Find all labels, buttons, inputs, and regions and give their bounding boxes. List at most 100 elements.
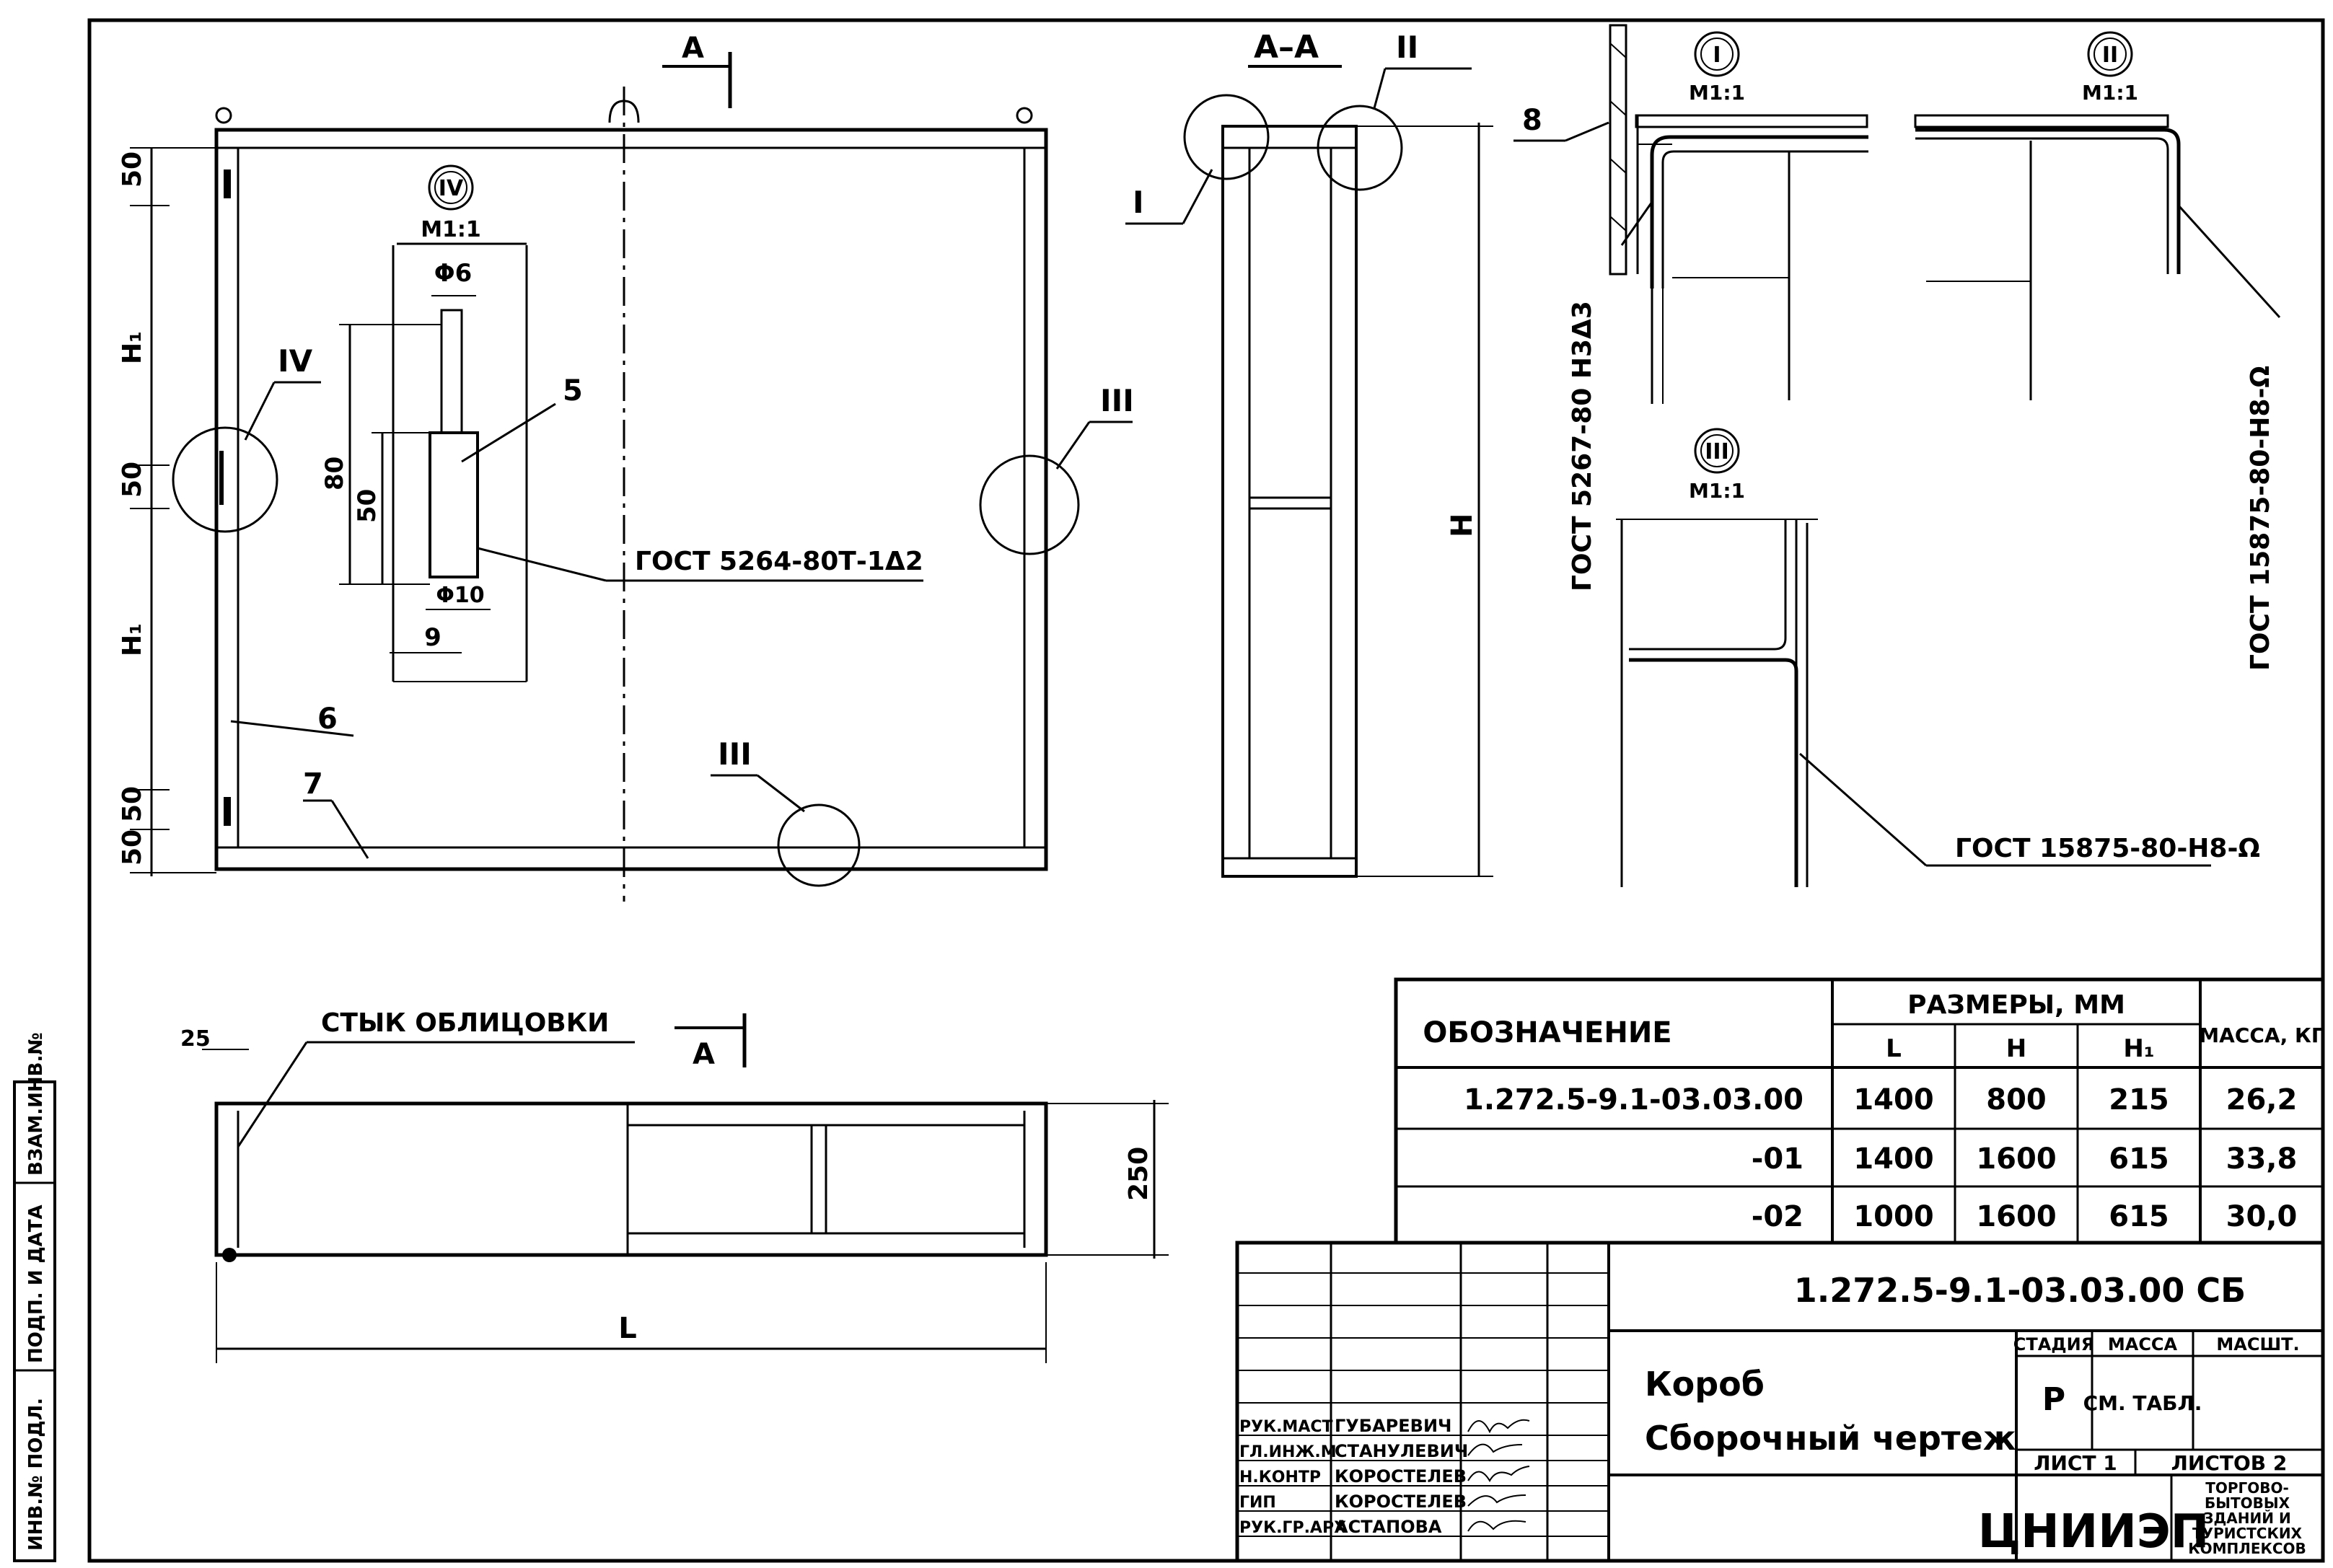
title-line-2: Сборочный чертеж [1645, 1419, 2016, 1458]
plan-dim-l: L [618, 1312, 637, 1345]
org-logo: ЦНИИЭП [1978, 1505, 2210, 1559]
detail-iv-weld-note: ГОСТ 5264-80Т-1Δ2 [635, 547, 923, 576]
position-8-label: 8 [1522, 104, 1542, 137]
table-row-1-h: 800 [1986, 1083, 2047, 1116]
table-header-sizes: РАЗМЕРЫ, ММ [1907, 990, 2125, 1020]
dim-50-lower: 50 [118, 786, 147, 822]
section-a-a-title: A–A [1254, 29, 1319, 66]
mass-value: СМ. ТАБЛ. [2083, 1391, 2202, 1415]
dim-h1-lower: H₁ [118, 623, 147, 656]
table-header-designation: ОБОЗНАЧЕНИЕ [1423, 1016, 1671, 1049]
detail-ii-callout-circle [1317, 105, 1403, 191]
role-1: РУК.МАСТ [1239, 1418, 1333, 1436]
detail-iv-label-front: IV [278, 343, 313, 379]
detail-iv-dim-9: 9 [424, 623, 441, 652]
detail-iii: III M1:1 ГОСТ 15875-80-Н8-Ω [1616, 428, 2260, 887]
table-row-2-l: 1400 [1853, 1142, 1933, 1176]
plan-dim-250: 250 [1124, 1147, 1154, 1201]
table-row-2-mass: 33,8 [2226, 1142, 2298, 1176]
side-stamp: ВЗАМ.ИНВ.№ ПОДП. И ДАТА ИНВ.№ ПОДЛ. [13, 1032, 56, 1562]
table-header-mass: МАССА, КГ [2199, 1023, 2324, 1047]
org-text-2: БЫТОВЫХ [2205, 1494, 2290, 1512]
detail-ii-title: II [2102, 43, 2118, 68]
detail-iv-scale: M1:1 [421, 217, 481, 242]
table-row-3-l: 1000 [1853, 1200, 1933, 1233]
position-6-label: 6 [317, 702, 338, 736]
detail-ii: II M1:1 ГОСТ 15875-80-Н8-Ω [1914, 31, 2281, 671]
plan-dim-25: 25 [180, 1026, 211, 1052]
org-text-4: ТУРИСТСКИХ [2192, 1525, 2303, 1542]
detail-iii-title: III [1705, 439, 1729, 464]
detail-iv: IV M1:1 Φ6 5 80 50 Φ10 9 ГОСТ 5264-80Т-1… [320, 164, 923, 682]
detail-ii-label-section: II [1396, 30, 1418, 65]
table-row-2-h: 1600 [1976, 1142, 2056, 1176]
detail-iii-callout-circle-right [979, 454, 1080, 555]
role-4: ГИП [1239, 1494, 1276, 1512]
title-block: РУК.МАСТ ГУБАРЕВИЧ ГЛ.ИНЖ.М СТАНУЛЕВИЧ Н… [1235, 1241, 2325, 1563]
detail-iv-title: IV [439, 176, 464, 201]
name-1: ГУБАРЕВИЧ [1335, 1416, 1451, 1436]
title-line-1: Короб [1645, 1365, 1765, 1404]
dim-50-middle: 50 [118, 462, 147, 498]
scale-label: МАСШТ. [2216, 1334, 2299, 1355]
sheet-count: ЛИСТОВ 2 [2171, 1451, 2288, 1475]
position-5-label: 5 [563, 374, 583, 408]
detail-iii-weld-note: ГОСТ 15875-80-Н8-Ω [1955, 834, 2260, 863]
table-header-l: L [1886, 1034, 1902, 1063]
name-4: КОРОСТЕЛЕВ [1335, 1492, 1467, 1512]
section-mark-a-plan: A [693, 1038, 715, 1071]
detail-iv-dim-80: 80 [320, 457, 349, 490]
detail-iii-label-right: III [1100, 383, 1134, 418]
sheet-number: ЛИСТ 1 [2034, 1451, 2117, 1475]
detail-iii-scale: M1:1 [1689, 479, 1745, 503]
detail-i-callout-circle [1183, 94, 1270, 180]
front-view-frame-outer [214, 128, 1048, 871]
section-dim-h: H [1446, 514, 1479, 537]
name-2: СТАНУЛЕВИЧ [1335, 1441, 1468, 1461]
size-table: ОБОЗНАЧЕНИЕ РАЗМЕРЫ, ММ L H H₁ МАССА, КГ… [1394, 977, 2325, 1245]
org-text-5: КОМПЛЕКСОВ [2188, 1540, 2306, 1557]
table-row-1-l: 1400 [1853, 1083, 1933, 1116]
name-5: АСТАПОВА [1335, 1517, 1442, 1537]
side-stamp-sign: ПОДП. И ДАТА [25, 1204, 47, 1363]
table-row-1-designation: 1.272.5-9.1-03.03.00 [1464, 1083, 1803, 1116]
plan-joint-label: СТЫК ОБЛИЦОВКИ [321, 1008, 609, 1038]
detail-iv-phi6: Φ6 [434, 259, 473, 288]
table-row-2-designation: -01 [1752, 1142, 1803, 1176]
detail-i-scale: M1:1 [1689, 81, 1745, 105]
detail-iii-callout-circle-bottom [777, 803, 861, 887]
table-row-3-h: 1600 [1976, 1200, 2056, 1233]
signature-4 [1467, 1494, 1526, 1507]
section-a-a: A–A I II H [1125, 29, 1493, 878]
table-row-3-mass: 30,0 [2226, 1200, 2298, 1233]
table-header-h: H [2006, 1034, 2026, 1063]
role-3: Н.КОНТР [1239, 1468, 1321, 1486]
org-text-1: ТОРГОВО- [2205, 1479, 2289, 1497]
dim-h1-upper: H₁ [118, 331, 147, 364]
signature-5 [1467, 1520, 1526, 1532]
dim-50-top: 50 [118, 151, 147, 188]
table-row-1-h1: 215 [2109, 1083, 2169, 1116]
table-row-3-h1: 615 [2109, 1200, 2169, 1233]
stage-label: СТАДИЯ [2013, 1334, 2095, 1355]
table-header-h1: H₁ [2123, 1034, 2154, 1063]
drawing-frame [87, 18, 2325, 1563]
detail-i: I M1:1 8 ГОСТ 5267-80 Н3Δ3 [1513, 24, 1868, 591]
side-stamp-swap: ВЗАМ.ИНВ.№ [25, 1032, 47, 1176]
doc-code: 1.272.5-9.1-03.03.00 СБ [1794, 1271, 2246, 1310]
table-row-3-designation: -02 [1752, 1200, 1803, 1233]
detail-iv-dim-50: 50 [353, 489, 382, 523]
name-3: КОРОСТЕЛЕВ [1335, 1466, 1467, 1486]
detail-iv-callout-circle [172, 426, 278, 533]
plan-view: СТЫК ОБЛИЦОВКИ 25 250 L A [180, 1008, 1169, 1363]
role-5: РУК.ГР.АРХ [1239, 1519, 1346, 1537]
signature-2 [1467, 1443, 1523, 1456]
section-mark-a-top: A [682, 32, 704, 65]
detail-i-label-section: I [1133, 185, 1144, 220]
detail-ii-weld-note: ГОСТ 15875-80-Н8-Ω [2246, 366, 2275, 671]
dim-50-bottom: 50 [118, 829, 147, 866]
detail-iii-label-bottom: III [718, 736, 752, 772]
signature-1 [1467, 1419, 1530, 1434]
position-7-label: 7 [303, 767, 323, 801]
